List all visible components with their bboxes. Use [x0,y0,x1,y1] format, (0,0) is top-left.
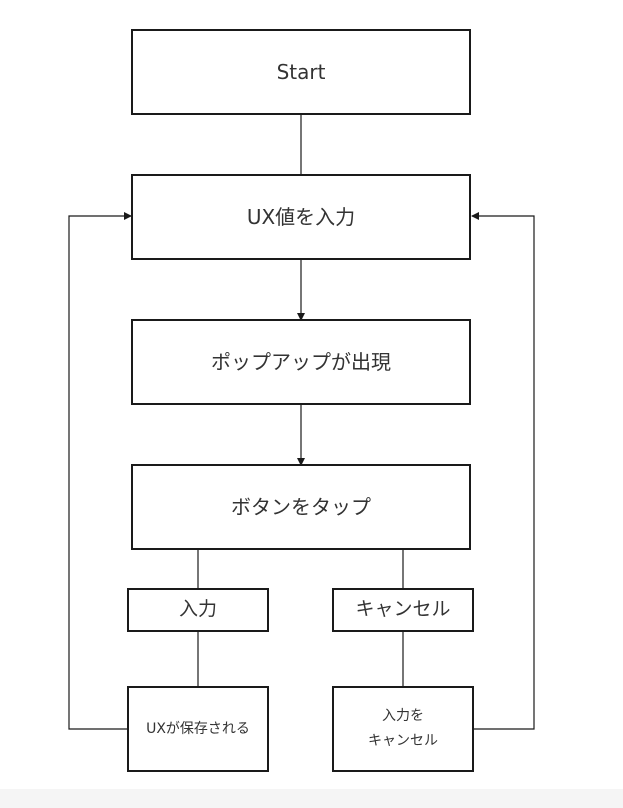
node-input-option-label: 入力 [178,598,217,621]
node-cancel-input: 入力を キャンセル [332,686,474,772]
node-cancel-input-label-line2: キャンセル [368,733,438,749]
node-start: Start [131,29,471,115]
node-ux-saved-label: UXが保存される [146,720,250,737]
bottom-strip [0,789,623,808]
node-cancel-input-label-line1: 入力を [382,708,424,725]
node-cancel-option: キャンセル [332,588,474,632]
node-tap-button: ボタンをタップ [131,464,471,550]
node-ux-input-label: UX値を入力 [246,204,356,229]
node-ux-saved: UXが保存される [127,686,269,772]
node-popup: ポップアップが出現 [131,319,471,405]
node-popup-label: ポップアップが出現 [211,349,391,374]
node-cancel-option-label: キャンセル [355,598,451,621]
node-ux-input: UX値を入力 [131,174,471,260]
node-start-label: Start [276,59,326,84]
loop-arrow-cancel-input-to-ux-input [471,212,535,730]
loop-arrow-ux-saved-to-ux-input [68,212,132,730]
node-input-option: 入力 [127,588,269,632]
node-tap-button-label: ボタンをタップ [231,494,371,519]
